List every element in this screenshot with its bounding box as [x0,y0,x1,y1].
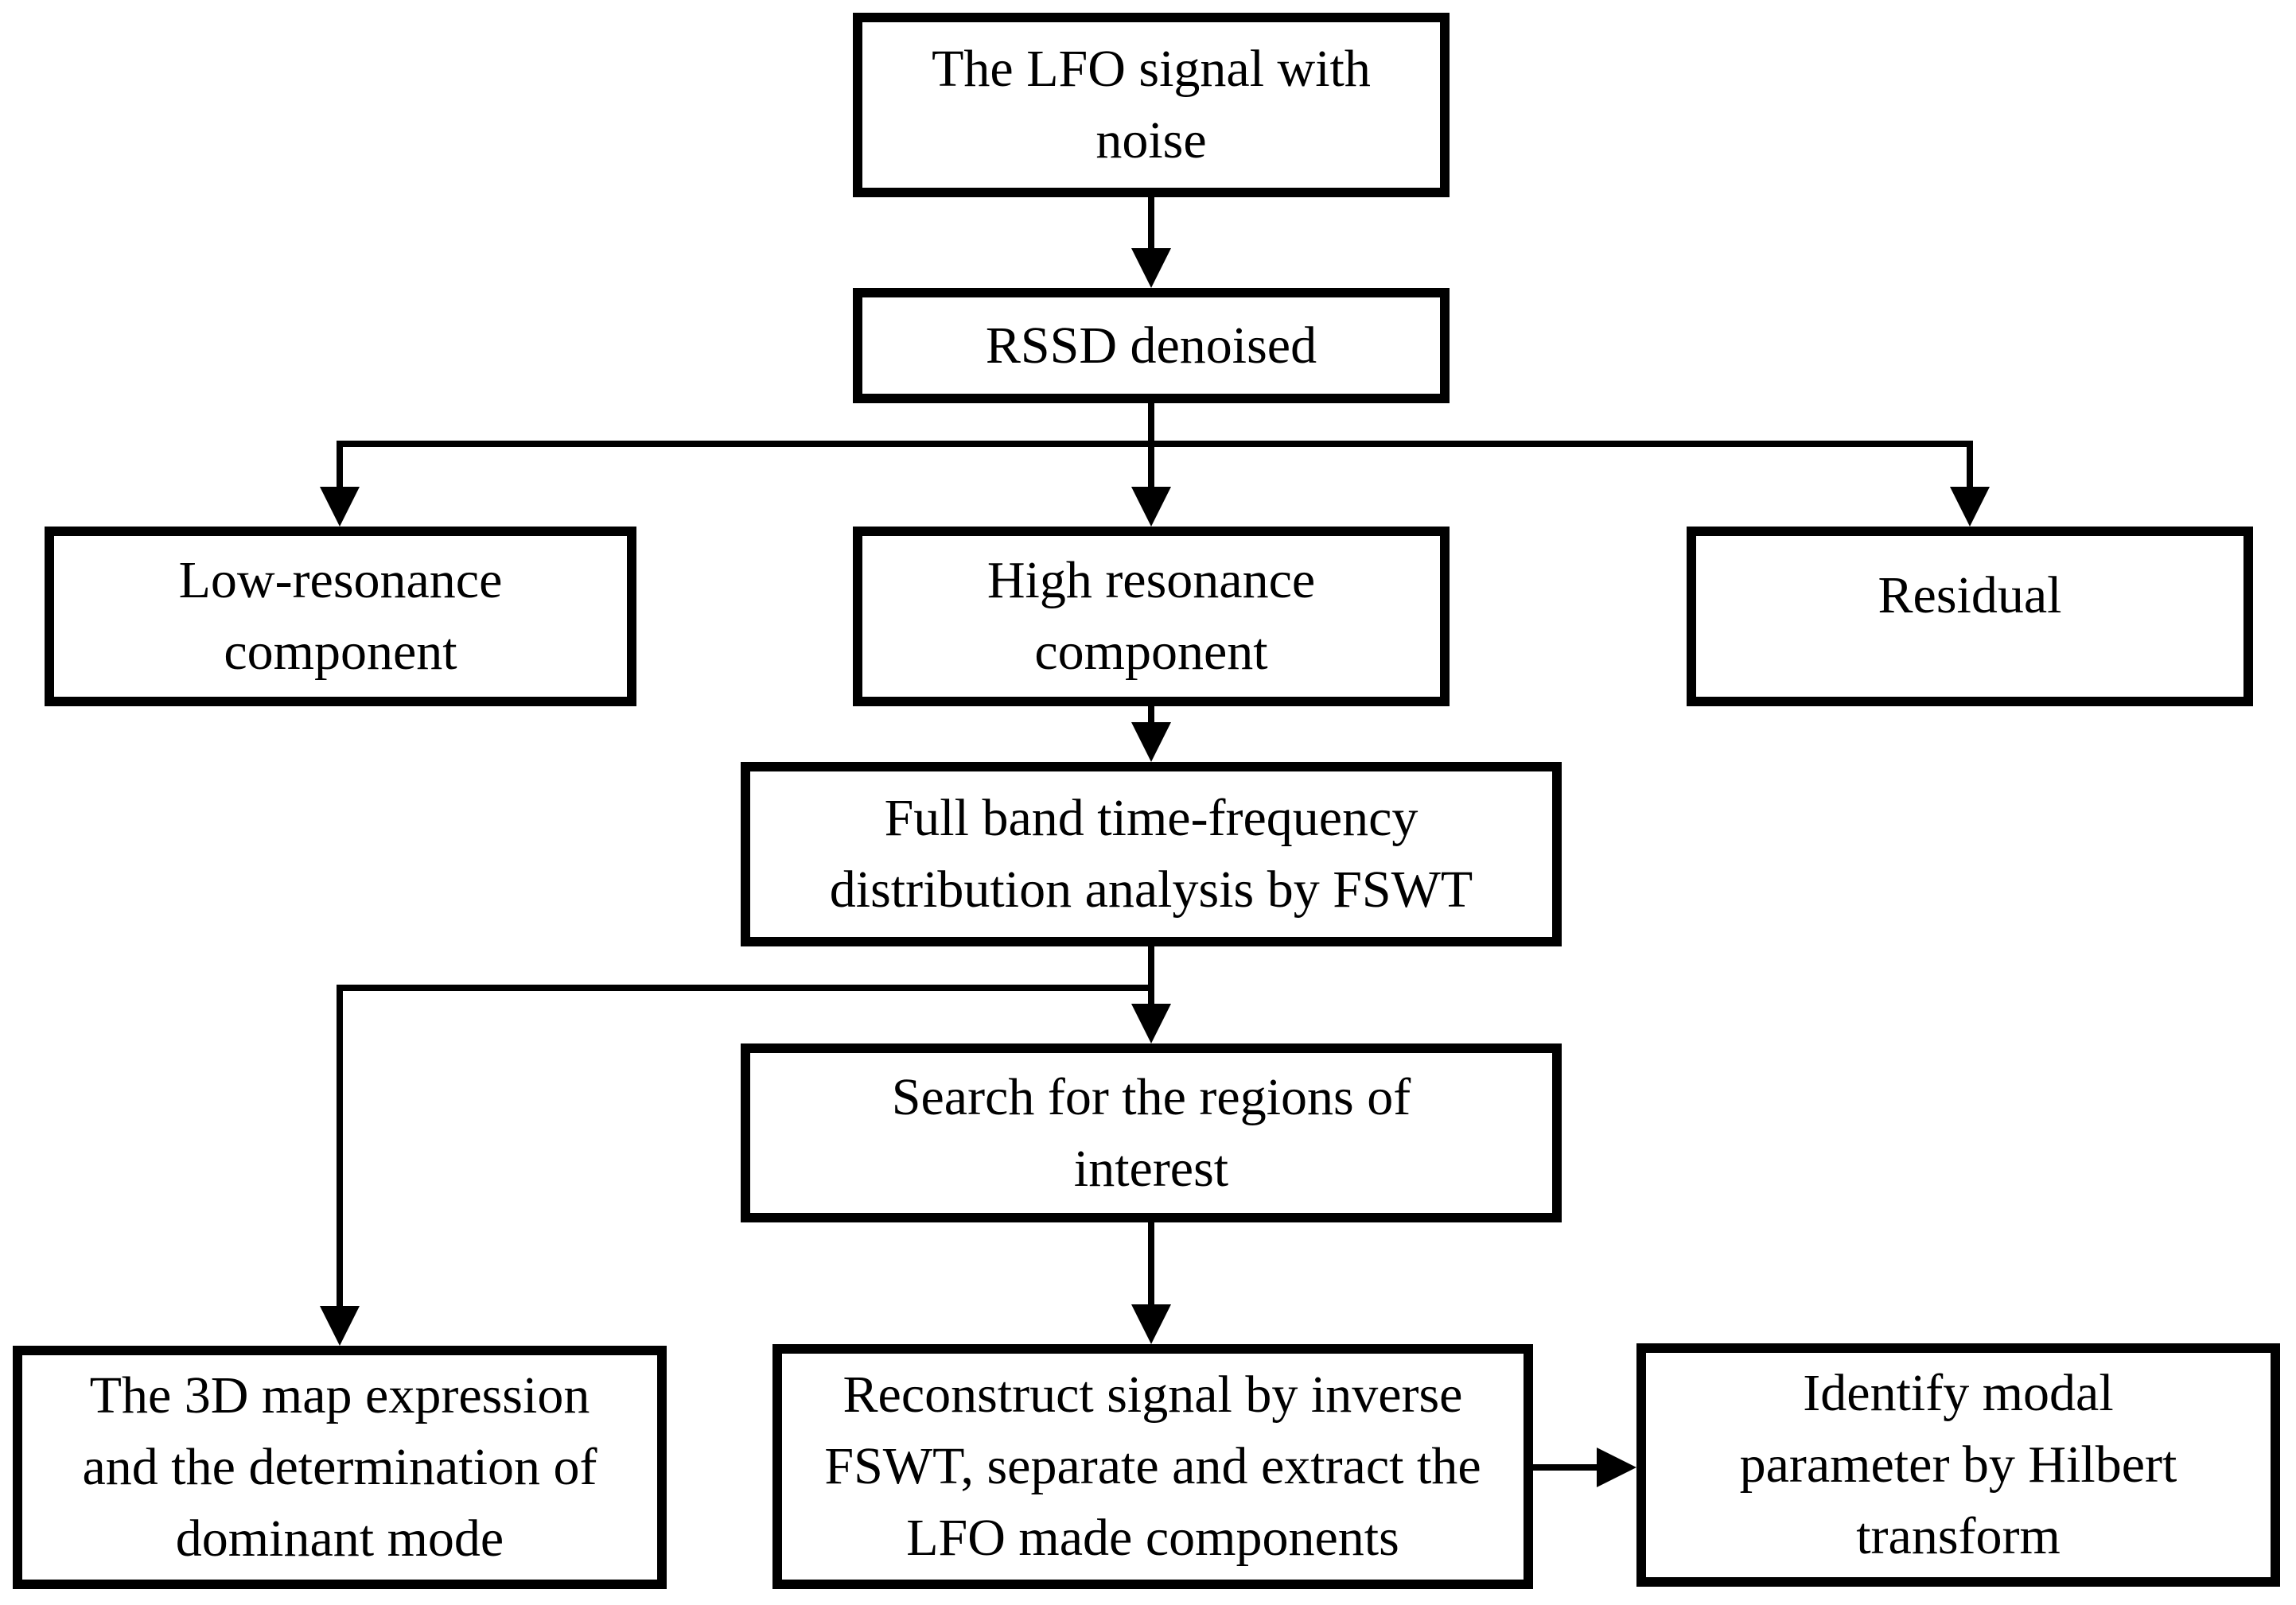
node-text-line: and the determination of [82,1438,597,1496]
node-text-line: Low-resonance [178,551,503,609]
connector-search-to-reconstruct [1148,1222,1154,1306]
node-reconstruct-inverse-fswt: Reconstruct signal by inverse FSWT, sepa… [772,1344,1533,1589]
node-text-line: The LFO signal with [932,40,1371,98]
arrowhead-down-icon [320,487,360,527]
node-lfo-signal-with-noise: The LFO signal with noise [853,13,1450,197]
node-text-line: Residual [1878,566,2062,624]
node-low-resonance-component: Low-resonance component [45,527,636,706]
node-text-line: LFO made components [906,1509,1399,1567]
connector-lfo-to-rssd [1148,197,1154,250]
arrowhead-down-icon [1131,1304,1171,1344]
connector-fswt-branch-horizontal [337,985,1154,991]
node-text-line: Identify modal [1803,1364,2114,1422]
connector-branch-to-3d-map [337,985,343,1306]
arrowhead-down-icon [1131,248,1171,288]
node-text-line: The 3D map expression [89,1366,590,1424]
node-text-line: component [1034,623,1268,681]
node-text-line: Reconstruct signal by inverse [843,1366,1463,1424]
connector-splitter-to-residual [1967,441,1973,487]
node-text-line: Search for the regions of [891,1067,1411,1126]
node-text-line: noise [1095,111,1207,169]
node-3d-map-dominant-mode: The 3D map expression and the determinat… [13,1346,667,1589]
connector-fswt-to-search [1148,946,1154,1005]
node-high-resonance-component: High resonance component [853,527,1450,706]
node-text-line: transform [1856,1507,2061,1565]
node-full-band-fswt-analysis: Full band time-frequency distribution an… [741,762,1562,946]
node-text-line: interest [1073,1139,1229,1198]
node-text-line: High resonance [987,551,1316,609]
node-residual: Residual [1687,527,2253,706]
arrowhead-down-icon [320,1306,360,1346]
node-text-line: dominant mode [175,1510,504,1568]
node-text-line: component [224,623,457,681]
node-text-line: parameter by Hilbert [1739,1436,2177,1494]
node-text-line: distribution analysis by FSWT [829,861,1473,919]
node-text-line: FSWT, separate and extract the [824,1437,1481,1495]
arrowhead-down-icon [1131,722,1171,762]
connector-splitter-to-low-resonance [337,441,343,487]
arrowhead-down-icon [1131,487,1171,527]
connector-splitter-horizontal [337,441,1973,447]
connector-reconstruct-to-identify [1533,1464,1597,1471]
node-search-regions-of-interest: Search for the regions of interest [741,1043,1562,1222]
arrowhead-right-icon [1597,1448,1636,1487]
connector-high-resonance-to-fswt [1148,706,1154,724]
node-identify-modal-parameter: Identify modal parameter by Hilbert tran… [1636,1343,2280,1587]
arrowhead-down-icon [1950,487,1990,527]
node-rssd-denoised: RSSD denoised [853,288,1450,403]
node-text-line: RSSD denoised [985,316,1317,375]
arrowhead-down-icon [1131,1004,1171,1043]
node-text-line: Full band time-frequency [884,789,1418,847]
